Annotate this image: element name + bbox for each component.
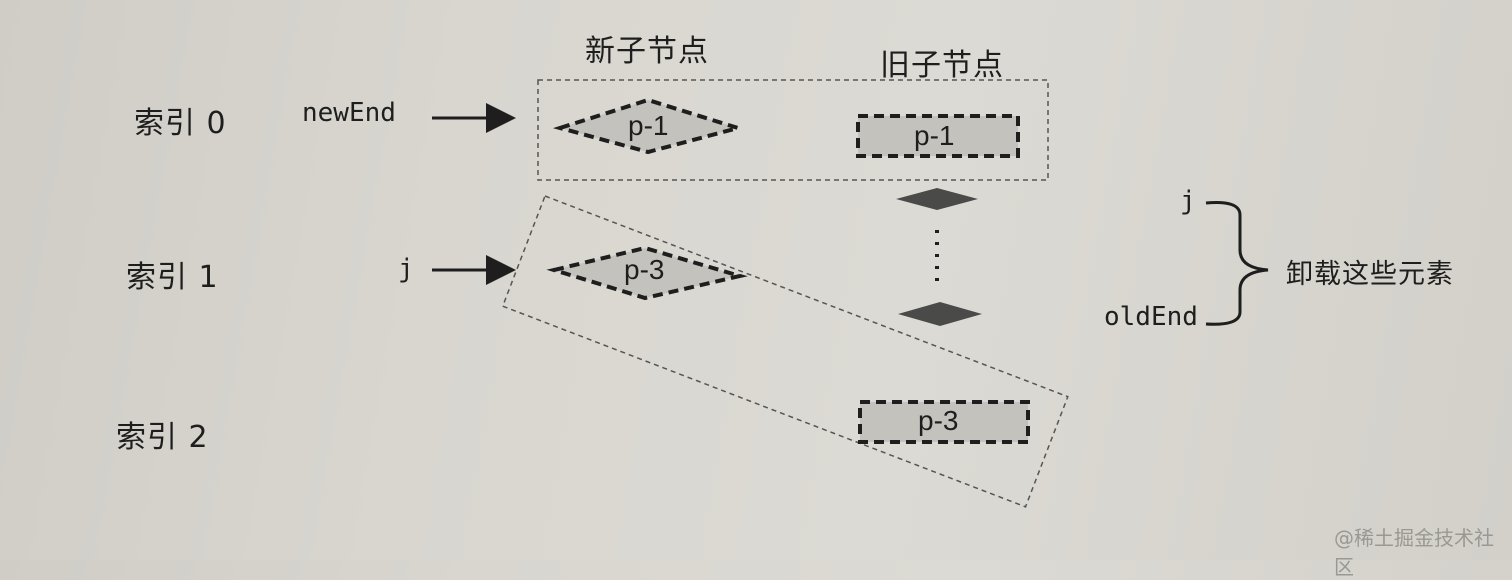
index-0-label: 索引 0 (134, 106, 227, 141)
new-node-p3-diamond (546, 245, 748, 301)
new-end-pointer-label: newEnd (302, 98, 396, 128)
old-node-p3-label: p-3 (918, 405, 959, 436)
row-0-group-box (537, 79, 1049, 181)
index-1-label: 索引 1 (126, 260, 219, 295)
new-children-header: 新子节点 (585, 34, 709, 69)
old-children-header: 旧子节点 (880, 48, 1004, 83)
new-node-p3-label: p-3 (624, 254, 665, 285)
bracket-bottom-label: oldEnd (1104, 302, 1198, 332)
diagram-graphics (432, 79, 1269, 508)
new-node-p1-label: p-1 (628, 110, 669, 141)
unmount-group-box (501, 195, 1069, 508)
bracket-top-label: j (1180, 186, 1196, 216)
old-node-p1-box (856, 114, 1020, 158)
j-pointer-label: j (398, 254, 414, 284)
old-node-p3-box (858, 400, 1030, 444)
new-node-p1-diamond (552, 97, 746, 155)
range-start-diamond-icon (896, 188, 978, 210)
old-node-p1-label: p-1 (914, 120, 955, 151)
unmount-annotation: 卸载这些元素 (1286, 259, 1454, 290)
range-end-diamond-icon (898, 302, 982, 326)
watermark: @稀土掘金技术社区 (1334, 526, 1494, 579)
curly-bracket-icon (1205, 201, 1269, 326)
index-2-label: 索引 2 (116, 420, 209, 455)
